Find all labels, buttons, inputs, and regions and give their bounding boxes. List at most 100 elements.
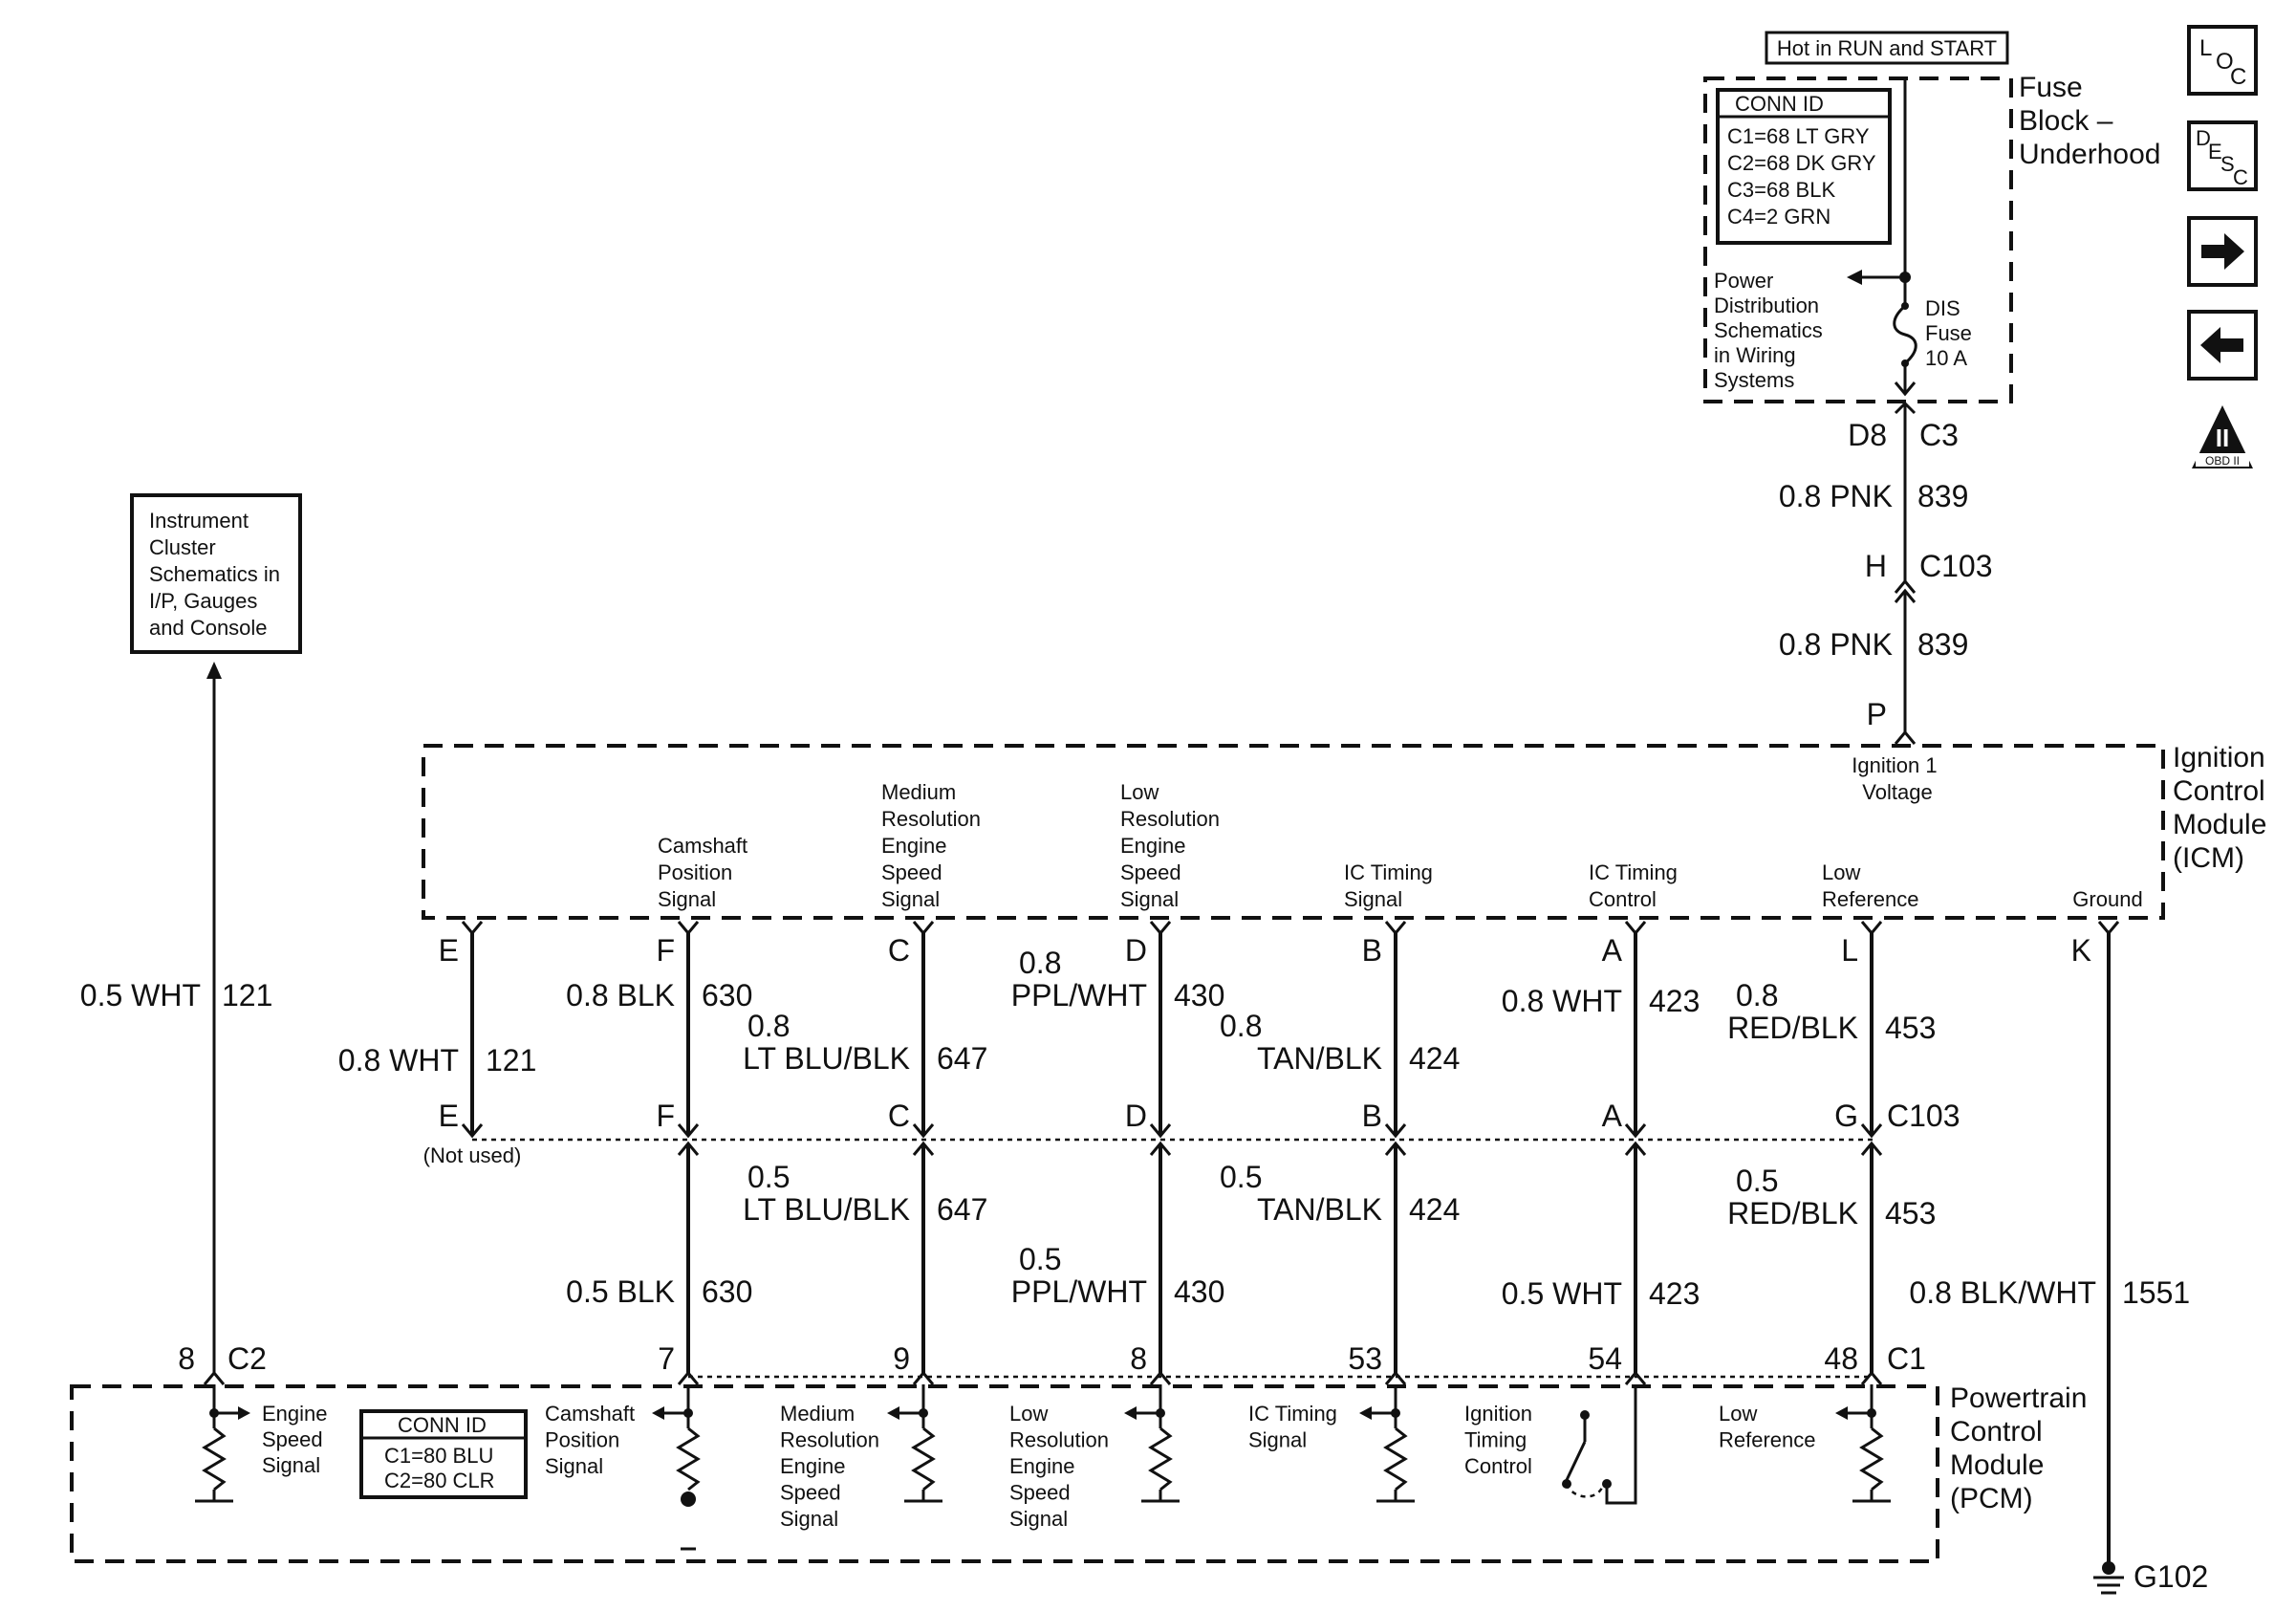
- svg-text:C: C: [2230, 64, 2246, 90]
- arrow-right-icon: [2201, 233, 2244, 270]
- upper-circuit-630: 630: [702, 978, 752, 1012]
- svg-text:Instrument Cluster: Instrument Cluster Schematics in I/P, Ga…: [149, 509, 286, 640]
- icm-pin-L: L: [1841, 933, 1858, 968]
- fuse-block-conn-id-table: CONN ID C1=68 LT GRY C2=68 DK GRY C3=68 …: [1716, 88, 1892, 245]
- icm-signal-label-2: Medium: [881, 780, 956, 804]
- loc-button[interactable]: L O C: [2187, 25, 2258, 96]
- pcm-signal-label-430: Engine: [1009, 1454, 1075, 1478]
- pcm-pin-7: 7: [658, 1341, 675, 1376]
- pcm-signal-label-430: Resolution: [1009, 1428, 1109, 1452]
- arrow-left-icon: [1835, 1406, 1848, 1420]
- pcm-terminal-9: [912, 1370, 935, 1385]
- lower-circuit-423: 423: [1649, 1276, 1700, 1311]
- upper-circuit-647: 647: [937, 1041, 987, 1076]
- icm-name: Ignition Control Module (ICM): [2173, 742, 2275, 874]
- desc-button[interactable]: D E S C: [2187, 120, 2258, 191]
- pcm-terminal-54: [1624, 1370, 1647, 1385]
- power-distribution-reference[interactable]: Power Distribution Schematics in Wiring …: [1714, 269, 1829, 392]
- ground-g102-label: G102: [2134, 1559, 2208, 1594]
- icm-terminal-B: [1384, 921, 1407, 936]
- lower-wire-color-453: RED/BLK: [1727, 1196, 1858, 1230]
- pcm-pin-8: 8: [1130, 1341, 1147, 1376]
- pcm-signal-label-647: Signal: [780, 1507, 838, 1531]
- lower-wire-gauge-430: 0.5: [1019, 1242, 1061, 1276]
- svg-text:C2=68 DK GRY: C2=68 DK GRY: [1727, 151, 1876, 175]
- pcm-signal-label-424: Signal: [1248, 1428, 1307, 1452]
- svg-text:C1=68 LT GRY: C1=68 LT GRY: [1727, 124, 1870, 148]
- svg-text:OBD II: OBD II: [2205, 454, 2240, 468]
- pcm-signal-label-430: Signal: [1009, 1507, 1068, 1531]
- lower-circuit-630: 630: [702, 1274, 752, 1309]
- pcm-signal-label-647: Speed: [780, 1481, 841, 1505]
- c103-terminal-E: [461, 1123, 484, 1139]
- pcm-switch-dashed-link: [1565, 1483, 1604, 1498]
- icm-ignition-1-voltage-label: Ignition 1 Voltage: [1852, 753, 1942, 804]
- icm-feed-terminal: [1894, 729, 1917, 745]
- c103-pin-G: G: [1834, 1099, 1858, 1133]
- upper-wire-color-647: LT BLU/BLK: [743, 1041, 910, 1076]
- arrow-left-icon: [652, 1406, 664, 1420]
- upper-wire-color-424: TAN/BLK: [1257, 1041, 1382, 1076]
- feed-c103-name: C103: [1919, 549, 1993, 583]
- svg-text:C3=68 BLK: C3=68 BLK: [1727, 178, 1835, 202]
- pcm-name: Powertrain Control Module (PCM): [1950, 1382, 2095, 1514]
- icm-pin-E: E: [439, 933, 459, 968]
- lower-wire-color-647: LT BLU/BLK: [743, 1192, 910, 1227]
- c103-terminal-G: [1860, 1123, 1883, 1139]
- pcm-engine-speed-input: [195, 1384, 250, 1503]
- icm-signal-label-2: Resolution: [881, 807, 981, 831]
- svg-text:C1=80 BLU: C1=80 BLU: [384, 1444, 493, 1468]
- icm-ground-wire-label: 0.8 BLK/WHT: [1909, 1275, 2096, 1310]
- icm-signal-label-4: Signal: [1344, 887, 1402, 911]
- upper-circuit-453: 453: [1885, 1011, 1936, 1045]
- pcm-signal-label-647: Resolution: [780, 1428, 879, 1452]
- pcm-resistor-icon: [911, 1426, 936, 1491]
- instrument-circuit: 121: [222, 978, 272, 1012]
- lower-wire-gauge-647: 0.5: [747, 1160, 790, 1194]
- pcm-switch-blade: [1565, 1441, 1587, 1481]
- svg-text:CONN ID: CONN ID: [398, 1413, 487, 1437]
- c103-terminal-D: [1149, 1123, 1172, 1139]
- instrument-wire-label: 0.5 WHT: [80, 978, 201, 1012]
- previous-page-button[interactable]: [2187, 310, 2258, 381]
- pcm-signal-label-647: Medium: [780, 1402, 855, 1426]
- pcm-signal-label-630: Position: [545, 1428, 619, 1452]
- fuse-block-boundary: [1703, 76, 2013, 403]
- icm-signal-label-1: Camshaft: [658, 834, 747, 858]
- icm-signal-label-3: Speed: [1120, 860, 1181, 884]
- instrument-cluster-reference[interactable]: Instrument Cluster Schematics in I/P, Ga…: [130, 493, 302, 654]
- next-page-button[interactable]: [2187, 216, 2258, 287]
- svg-text:II: II: [2216, 424, 2229, 452]
- icm-pin-D: D: [1125, 933, 1147, 968]
- icm-boundary: [422, 744, 2165, 920]
- pcm-ground-dot: [681, 1491, 696, 1507]
- arrow-up-icon: [206, 662, 222, 679]
- upper-wire-gauge-424: 0.8: [1220, 1009, 1262, 1043]
- lower-wire-color-424: TAN/BLK: [1257, 1192, 1382, 1227]
- pcm-switch-wire-423: [1605, 1384, 1637, 1505]
- pcm-signal-label-424: IC Timing: [1248, 1402, 1337, 1426]
- lower-wire-color-430: PPL/WHT: [1011, 1274, 1147, 1309]
- feed-lower-circuit: 839: [1917, 627, 1968, 662]
- lower-circuit-430: 430: [1174, 1274, 1224, 1309]
- icm-signal-label-2: Engine: [881, 834, 947, 858]
- c103-pin-F: F: [656, 1099, 675, 1133]
- svg-text:S: S: [2220, 152, 2235, 176]
- ground-icon: [2093, 1561, 2124, 1595]
- svg-text:O: O: [2216, 49, 2234, 75]
- dis-fuse-symbol: [1893, 302, 1917, 367]
- pcm-resistor-icon: [1148, 1426, 1173, 1491]
- pcm-c1-label: C1: [1887, 1341, 1926, 1376]
- upper-circuit-121: 121: [486, 1043, 536, 1078]
- pcm-pin-54: 54: [1588, 1341, 1622, 1376]
- arrow-left-icon: [1847, 270, 1862, 285]
- pcm-terminal-48: [1860, 1370, 1883, 1385]
- upper-circuit-424: 424: [1409, 1041, 1460, 1076]
- icm-signal-label-5: IC Timing: [1589, 860, 1678, 884]
- pcm-signal-label-453: Reference: [1719, 1428, 1816, 1452]
- arrow-left-icon: [1124, 1406, 1137, 1420]
- lower-wire-label-630: 0.5 BLK: [566, 1274, 675, 1309]
- instrument-pcm-pin: 8: [178, 1341, 195, 1376]
- c103-pin-E: E: [439, 1099, 459, 1133]
- feed-upper-wire-label: 0.8 PNK: [1779, 479, 1893, 513]
